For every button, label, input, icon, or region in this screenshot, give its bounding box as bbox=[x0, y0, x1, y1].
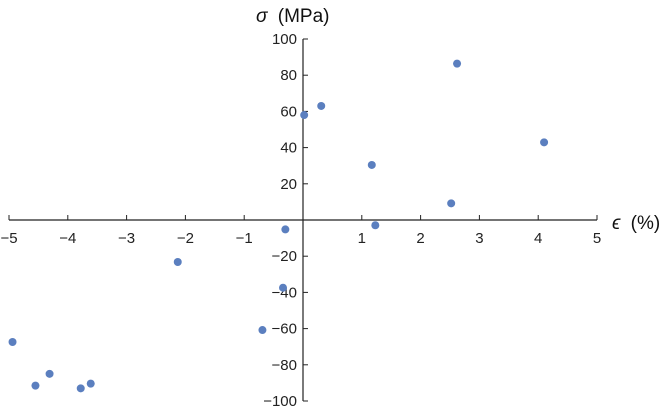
x-tick-label: 3 bbox=[475, 230, 483, 247]
x-tick-label: −1 bbox=[236, 230, 253, 247]
x-tick-label: −3 bbox=[118, 230, 135, 247]
data-point bbox=[86, 379, 95, 388]
y-axis-title: σ (MPa) bbox=[256, 6, 329, 27]
data-points bbox=[8, 59, 549, 393]
data-point bbox=[45, 369, 54, 378]
data-point bbox=[300, 111, 309, 120]
y-tick-label: −60 bbox=[272, 321, 297, 338]
data-point bbox=[8, 337, 17, 346]
y-tick-label: 40 bbox=[280, 140, 297, 157]
x-tick-label: 4 bbox=[534, 230, 542, 247]
x-tick-label: −5 bbox=[0, 230, 17, 247]
data-point bbox=[281, 225, 290, 234]
y-tick-label: −80 bbox=[272, 357, 297, 374]
data-point bbox=[371, 221, 380, 230]
x-tick-label: −2 bbox=[177, 230, 194, 247]
y-tick-label: 80 bbox=[280, 67, 297, 84]
data-point bbox=[76, 384, 85, 393]
data-point bbox=[317, 101, 326, 110]
y-tick-label: −40 bbox=[272, 284, 297, 301]
x-tick-label: 1 bbox=[358, 230, 366, 247]
y-ticks: 100 80 60 40 20 −20 −40 −60 −80 −100 bbox=[263, 31, 308, 410]
data-point bbox=[173, 257, 182, 266]
x-axis-unit: (%) bbox=[631, 213, 661, 234]
data-point bbox=[367, 160, 376, 169]
y-tick-label: 100 bbox=[272, 31, 297, 48]
data-point bbox=[453, 59, 462, 68]
data-point bbox=[279, 283, 288, 292]
x-tick-label: 5 bbox=[593, 230, 601, 247]
y-axis-symbol: σ bbox=[256, 6, 269, 27]
x-tick-label: 2 bbox=[416, 230, 424, 247]
data-point bbox=[258, 326, 267, 335]
x-axis-symbol: ϵ bbox=[612, 213, 621, 234]
x-axis-title: ϵ (%) bbox=[612, 213, 660, 234]
data-point bbox=[31, 381, 40, 390]
data-point bbox=[540, 138, 549, 147]
y-tick-label: 20 bbox=[280, 176, 297, 193]
x-ticks: −5 −4 −3 −2 −1 1 2 3 4 5 bbox=[0, 215, 601, 247]
y-tick-label: 60 bbox=[280, 103, 297, 120]
x-tick-label: −4 bbox=[59, 230, 76, 247]
y-axis-unit: (MPa) bbox=[278, 6, 330, 27]
y-tick-label: −20 bbox=[272, 248, 297, 265]
y-tick-label: −100 bbox=[263, 393, 297, 410]
data-point bbox=[447, 199, 456, 208]
axes bbox=[9, 39, 597, 401]
